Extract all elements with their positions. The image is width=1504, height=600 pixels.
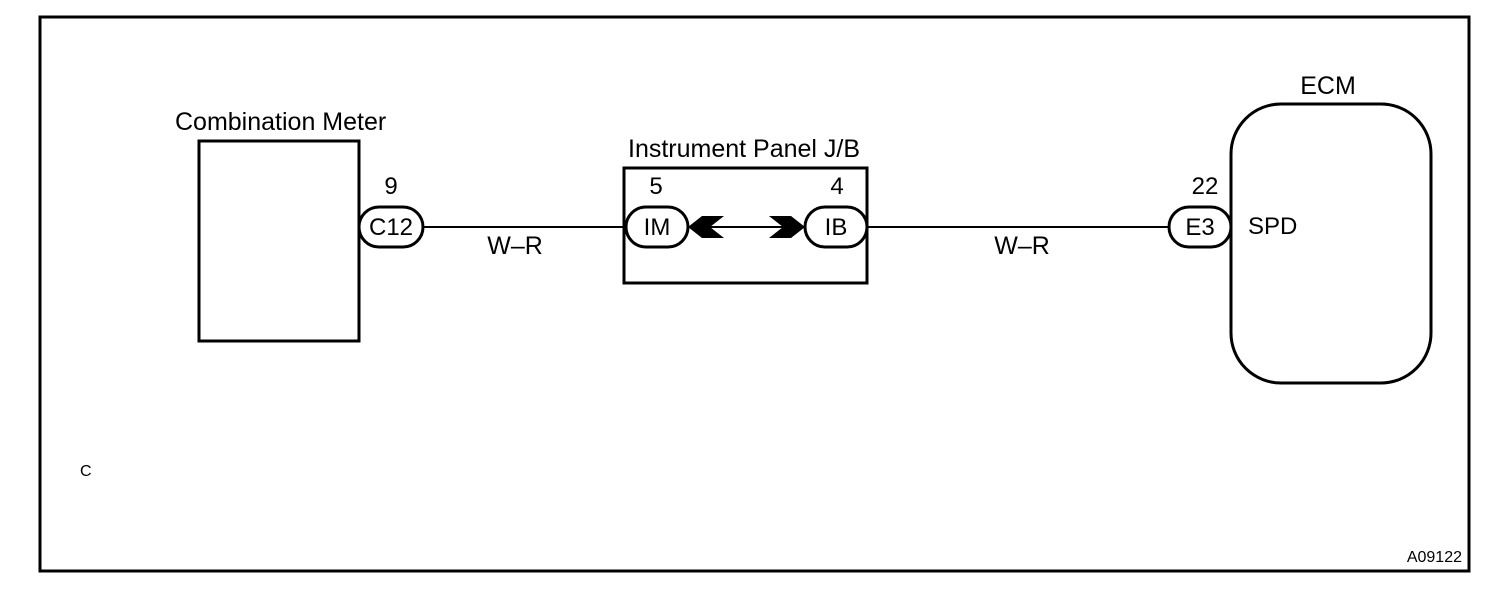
ecm-pin-number: 22	[1192, 173, 1219, 200]
connector-ib-label: IB	[825, 214, 848, 241]
connector-e3-label: E3	[1185, 214, 1214, 241]
ecm-box	[1229, 102, 1433, 385]
connector-e3	[1167, 205, 1233, 249]
combination-meter-box	[197, 139, 361, 343]
combination-meter-title: Combination Meter	[175, 108, 386, 136]
ecm: ECM 22 E3 SPD	[1167, 72, 1433, 385]
diagram-frame	[38, 15, 1471, 573]
wire-color-code-2: W–R	[994, 232, 1050, 260]
instrument-panel-jb-title: Instrument Panel J/B	[628, 135, 860, 163]
figure-id: A09122	[1407, 549, 1462, 566]
ecm-terminal-label: SPD	[1248, 213, 1297, 240]
jb-right-pin-number: 4	[830, 173, 843, 200]
ecm-title: ECM	[1300, 72, 1356, 100]
connector-im-label: IM	[644, 214, 671, 241]
combination-meter: Combination Meter 9 C12	[175, 108, 425, 343]
chevron-left-icon	[688, 216, 724, 238]
jb-left-pin-number: 5	[649, 173, 662, 200]
chevron-right-icon	[769, 216, 805, 238]
combination-meter-pin-number: 9	[384, 173, 397, 200]
wire-color-code-1: W–R	[487, 232, 543, 260]
corner-label: C	[80, 463, 92, 480]
instrument-panel-jb: Instrument Panel J/B 5 IM 4 IB	[622, 135, 869, 285]
connector-c12-label: C12	[369, 214, 413, 241]
